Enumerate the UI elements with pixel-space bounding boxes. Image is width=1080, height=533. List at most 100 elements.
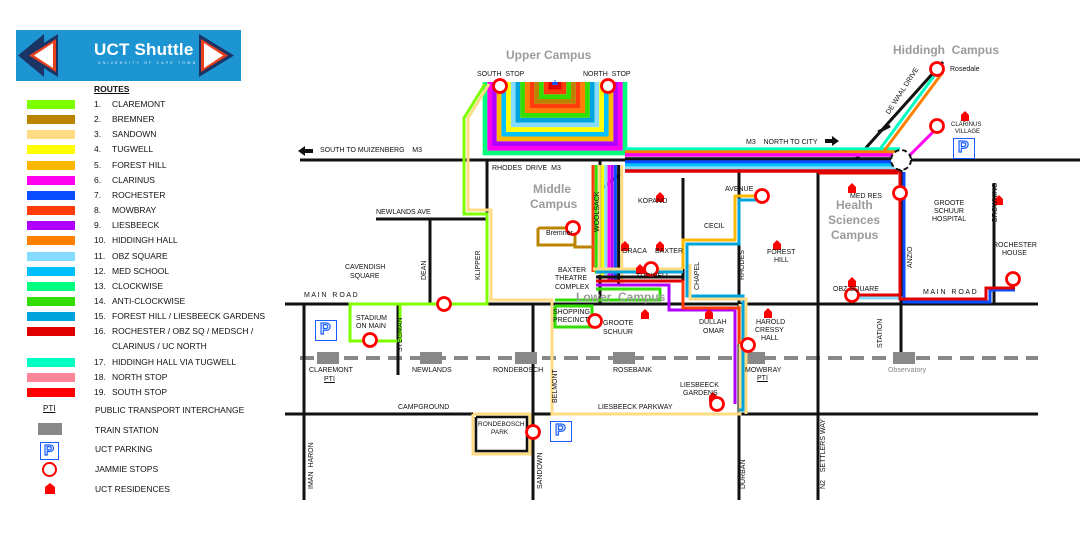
stop-label-north-stop: NORTH STOP <box>583 71 631 78</box>
campus-label-health-1: Health <box>836 198 873 212</box>
route-bundle-upper-campus-3 <box>492 82 618 146</box>
campus-label-health-2: Sciences <box>828 213 881 227</box>
route-number: 2. <box>94 114 102 125</box>
place-label-gsh-3: HOSPITAL <box>932 216 967 223</box>
jammie-stop-med-res[interactable] <box>892 185 908 201</box>
residence-icon-clarinus-village <box>961 111 969 121</box>
place-label-baxter-3: COMPLEX <box>555 284 590 291</box>
route-name: LIESBEECK <box>112 220 160 231</box>
route-number: 1. <box>94 99 102 109</box>
parking-icon-clarinus[interactable]: P <box>953 138 975 159</box>
legend-residences: UCT RESIDENCES <box>0 481 280 501</box>
jammie-stop-rondebosch-park[interactable] <box>525 424 541 440</box>
route-name: SANDOWN <box>112 129 157 140</box>
campus-label-hiddingh: Hiddingh Campus <box>893 43 999 57</box>
route-name: ROCHESTER <box>112 189 166 200</box>
place-label-baxter-2: THEATRE <box>555 275 588 282</box>
residence-icon-tugwell <box>636 264 644 274</box>
stop-label-liesbeeck-gardens-2: GARDENS <box>683 390 718 397</box>
train-station-newlands <box>420 352 442 364</box>
jammie-stop-stadium-on-main[interactable] <box>362 332 378 348</box>
legend-route-12: 12.MED SCHOOL <box>0 265 280 280</box>
legend-parking: P UCT PARKING <box>0 441 280 461</box>
residence-icon-harold-cressy <box>764 308 772 318</box>
jammie-stop-liesbeeck-gardens[interactable] <box>709 396 725 412</box>
jammie-stop-clarinus-village[interactable] <box>929 118 945 134</box>
route-number: 5. <box>94 159 102 170</box>
jammie-stop-north-stop[interactable] <box>600 78 616 94</box>
stop-label-south-stop: SOUTH STOP <box>477 71 525 78</box>
place-label-cavendish-1: CAVENDISH <box>345 264 386 271</box>
route-swatch <box>27 327 75 337</box>
logo-subtitle: UNIVERSITY OF CAPE TOWN <box>98 61 198 65</box>
legend-route-13: 13.CLOCKWISE <box>0 280 280 295</box>
parking-icon: P <box>40 441 59 460</box>
stop-label-harold-1: HAROLD <box>756 319 786 326</box>
route-mowbray <box>681 281 741 344</box>
stop-label-harold-3: HALL <box>761 335 779 342</box>
legend-route-2: 2. BREMNER <box>0 113 280 128</box>
jammie-stop-tugwell[interactable] <box>643 261 659 277</box>
campus-label-lower: Lower Campus <box>576 290 666 304</box>
road-label-dean: DEAN <box>421 260 428 280</box>
jammie-stop-avenue[interactable] <box>754 188 770 204</box>
legend-route-10: 10.HIDDINGH HALL <box>0 234 280 249</box>
legend-route-16: 16.ROCHESTER / OBZ SQ / MEDSCH /CLARINUS… <box>0 325 280 351</box>
stop-label-bremner: Bremner <box>546 230 573 237</box>
route-sandown-chapel <box>688 264 748 414</box>
route-swatch <box>27 357 75 367</box>
stop-label-forest-hill-1: FOREST <box>767 249 796 256</box>
arrow-left-icon <box>298 146 313 156</box>
jammie-stop-obz-square[interactable] <box>844 287 860 303</box>
campus-label-middle-1: Middle <box>533 182 571 196</box>
road-label-settlers-way: N2 SETTLERS WAY <box>820 418 827 489</box>
jammie-stop-rochester-house[interactable] <box>1005 271 1021 287</box>
jammie-stop-groote-schuur[interactable] <box>587 313 603 329</box>
route-number: 17. <box>94 356 106 367</box>
route-number: 15. <box>94 311 106 322</box>
route-bundle-upper-campus-2 <box>487 82 623 151</box>
route-sandown <box>466 83 742 416</box>
stop-label-shopping-2: PRECINCT <box>553 317 589 324</box>
stop-label-baxter: BAXTER <box>655 248 684 255</box>
road-label-main-road-east: M A I N R O A D <box>923 289 977 296</box>
route-bremner-box <box>536 228 575 247</box>
routes-heading: ROUTES <box>94 84 130 94</box>
parking-icon-claremont[interactable]: P <box>315 320 337 341</box>
stop-label-rochester-house-2: HOUSE <box>1002 250 1027 257</box>
road-label-campground: CAMPGROUND <box>398 404 450 411</box>
route-name: MOWBRAY <box>112 205 157 216</box>
route-swatch <box>27 115 75 125</box>
road-label-browning: BROWNING <box>992 182 999 222</box>
stop-label-rondebosch-park-1: RONDEBOSCH <box>478 421 525 428</box>
place-label-gsh-1: GROOTE <box>934 200 965 207</box>
route-swatch <box>27 236 75 246</box>
jammie-stop-bremner[interactable] <box>565 220 581 236</box>
route-swatch <box>27 296 75 306</box>
route-forest-hill <box>681 194 760 269</box>
jammie-stop-harold-cressy[interactable] <box>740 337 756 353</box>
route-number: 4. <box>94 144 102 155</box>
legend-jammie-stops-label: JAMMIE STOPS <box>95 464 159 474</box>
logo-title: UCT Shuttle <box>94 40 194 59</box>
stop-label-avenue: AVENUE <box>725 186 754 193</box>
arrow-right-icon <box>825 136 839 146</box>
route-name: BREMNER <box>112 114 155 125</box>
legend-route-1: 1.CLAREMONT <box>0 98 280 113</box>
jammie-stop-icon <box>42 462 57 477</box>
road-label-iman-haron: IMAN HARON <box>308 442 315 489</box>
parking-icon-rondebosch-park[interactable]: P <box>550 421 572 442</box>
legend-route-6: 6.CLARINUS <box>0 174 280 189</box>
route-bundle-upper-campus-12 <box>534 82 576 104</box>
jammie-stop-cavendish[interactable] <box>436 296 452 312</box>
jammie-stop-rosedale[interactable] <box>929 61 945 77</box>
jammie-stop-south-stop[interactable] <box>492 78 508 94</box>
roundabout <box>890 149 912 171</box>
route-swatch <box>27 221 75 231</box>
road-label-sandown: SANDOWN <box>537 452 544 489</box>
route-number: 8. <box>94 205 102 216</box>
route-anticlockwise-lower <box>555 287 662 302</box>
route-number: 12. <box>94 265 106 276</box>
residence-icon-groote-schuur <box>641 309 649 319</box>
map-canvas <box>285 60 1080 500</box>
